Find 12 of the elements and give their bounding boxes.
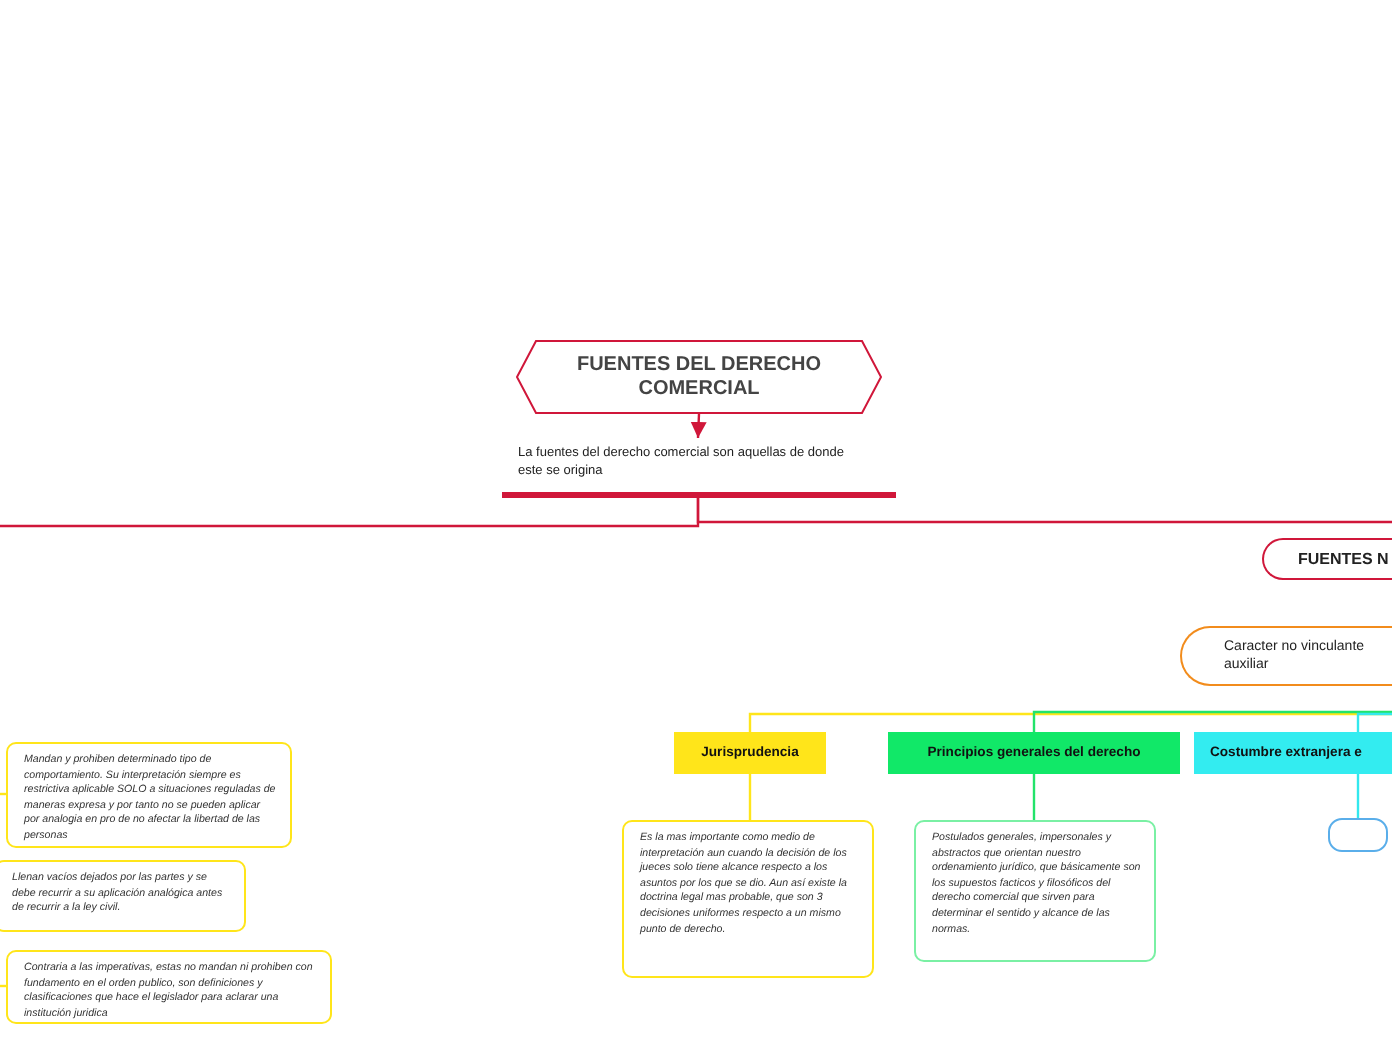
empty-box <box>1328 818 1388 852</box>
topic-pill: FUENTES N <box>1262 538 1392 580</box>
connector-line <box>748 774 752 820</box>
arrow <box>690 413 707 439</box>
title-hexagon: FUENTES DEL DERECHO COMERCIAL <box>516 340 882 414</box>
connector-line <box>0 984 6 988</box>
connector-line <box>0 792 6 796</box>
connector-line <box>1356 774 1360 818</box>
connector-line <box>1032 710 1392 732</box>
connector-line <box>1356 712 1392 732</box>
connector-line <box>1032 774 1036 820</box>
connector-line <box>696 498 1392 524</box>
